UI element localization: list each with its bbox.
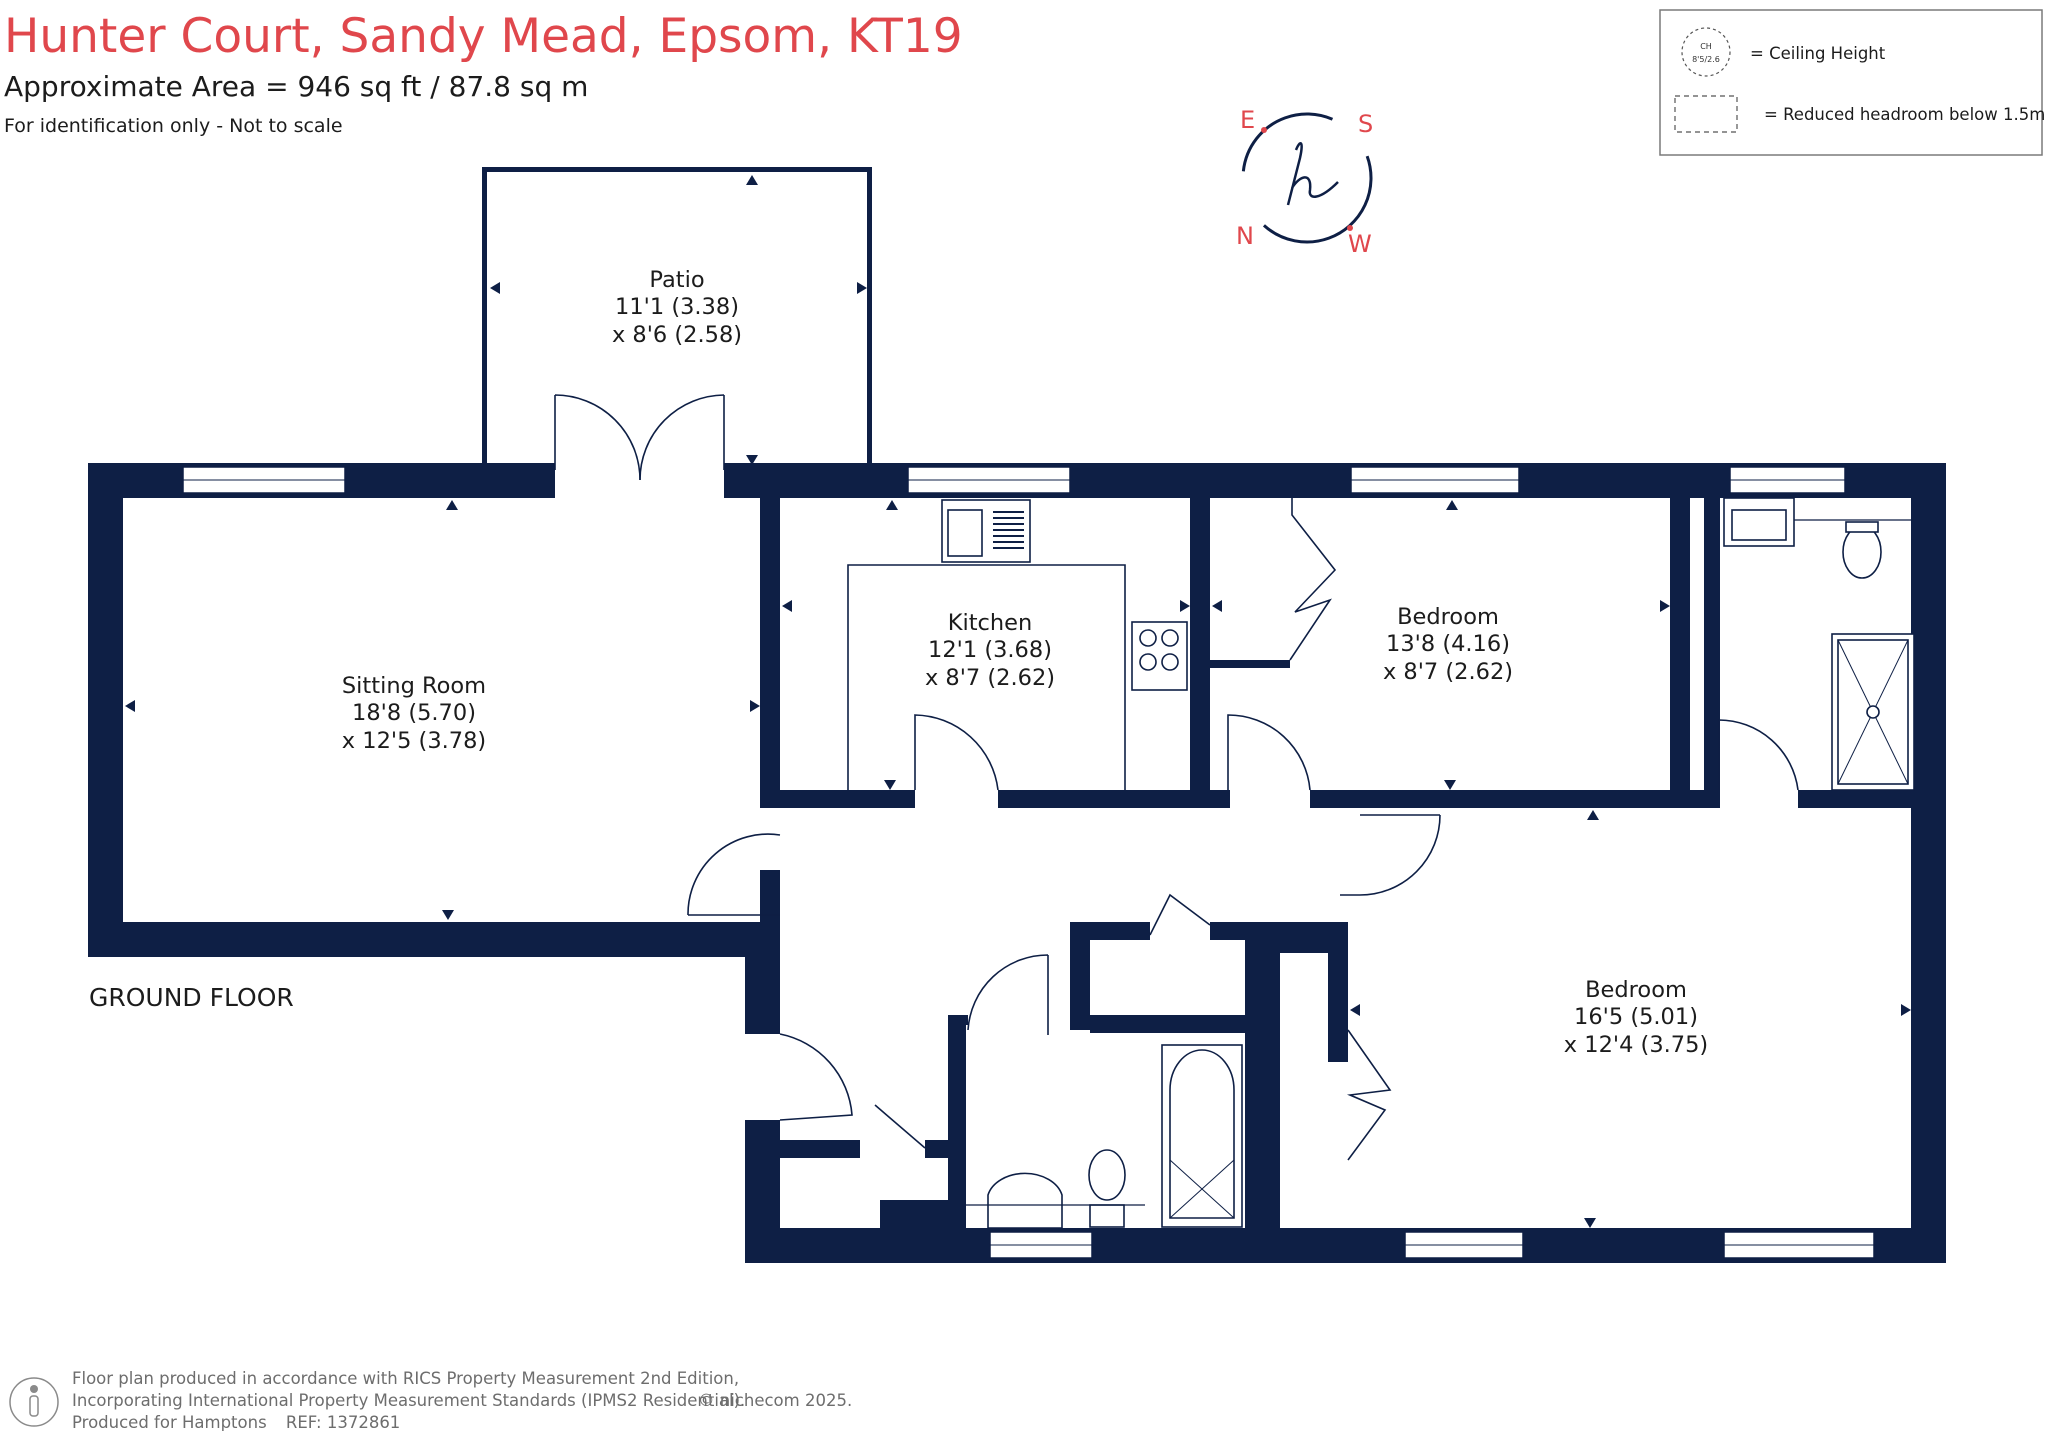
hob-icon	[1131, 621, 1188, 691]
logo-monogram	[1286, 142, 1339, 206]
room-dim-1: 13'8 (4.16)	[1386, 631, 1510, 657]
compass-north: N	[1236, 222, 1254, 250]
plan-title: Hunter Court, Sandy Mead, Epsom, KT19	[4, 9, 963, 64]
footer-copyright: © nichecom 2025.	[698, 1391, 852, 1410]
footer-line-1: Floor plan produced in accordance with R…	[72, 1369, 739, 1388]
ceiling-height-label: = Ceiling Height	[1750, 44, 1886, 63]
approximate-area: Approximate Area = 946 sq ft / 87.8 sq m	[4, 70, 588, 103]
reduced-headroom-label: = Reduced headroom below 1.5m	[1764, 105, 2045, 124]
doors	[554, 394, 1799, 1161]
compass-west: W	[1348, 230, 1372, 258]
interior-walls	[760, 498, 1928, 1233]
room-name: Sitting Room	[342, 673, 486, 699]
bathroom-toilet-icon	[1088, 1149, 1126, 1201]
ensuite-toilet-icon	[1842, 525, 1882, 579]
person-icon	[9, 1377, 59, 1427]
room-dim-2: x 8'7 (2.62)	[1383, 659, 1513, 685]
room-bedroom-1: Bedroom 13'8 (4.16) x 8'7 (2.62)	[1383, 604, 1513, 685]
reduced-headroom-symbol	[1674, 95, 1738, 133]
room-dim-1: 11'1 (3.38)	[615, 294, 739, 320]
dimension-markers	[125, 175, 1911, 1228]
room-dim-2: x 12'5 (3.78)	[342, 728, 486, 754]
footer-produced-for: Produced for Hamptons	[72, 1413, 267, 1431]
room-dim-2: x 8'6 (2.58)	[612, 322, 742, 348]
floor-label: GROUND FLOOR	[89, 983, 294, 1012]
kitchen-counter	[847, 564, 1126, 790]
room-name: Kitchen	[948, 610, 1033, 636]
identification-note: For identification only - Not to scale	[4, 115, 343, 137]
exterior-walls	[88, 463, 1946, 1263]
compass-east: E	[1240, 106, 1255, 134]
room-patio: Patio 11'1 (3.38) x 8'6 (2.58)	[612, 267, 742, 348]
legend: CH 8'5/2.6 = Ceiling Height = Reduced he…	[1659, 9, 2045, 156]
room-sitting-room: Sitting Room 18'8 (5.70) x 12'5 (3.78)	[342, 673, 486, 754]
room-name: Bedroom	[1397, 604, 1499, 630]
room-name: Patio	[649, 267, 704, 293]
compass: E S N W	[1236, 106, 1373, 258]
patio-door-right	[639, 394, 725, 481]
windows	[182, 466, 1875, 1259]
room-bedroom-2: Bedroom 16'5 (5.01) x 12'4 (3.75)	[1564, 977, 1708, 1058]
ceiling-height-symbol	[1681, 27, 1731, 77]
ceiling-symbol-bottom: 8'5/2.6	[1692, 55, 1720, 64]
room-dim-1: 16'5 (5.01)	[1574, 1004, 1698, 1030]
bathroom-basin-icon	[987, 1172, 1063, 1229]
footer: Floor plan produced in accordance with R…	[9, 1369, 852, 1431]
room-kitchen: Kitchen 12'1 (3.68) x 8'7 (2.62)	[925, 610, 1055, 691]
footer-line-2: Incorporating International Property Mea…	[72, 1391, 745, 1410]
patio-outline	[482, 167, 872, 465]
footer-ref: REF: 1372861	[286, 1413, 400, 1431]
fixtures	[847, 497, 1915, 1229]
room-name: Bedroom	[1585, 977, 1687, 1003]
room-dim-2: x 8'7 (2.62)	[925, 665, 1055, 691]
room-dim-1: 18'8 (5.70)	[352, 700, 476, 726]
room-dim-2: x 12'4 (3.75)	[1564, 1032, 1708, 1058]
compass-south: S	[1358, 110, 1373, 138]
svg-text:Produced for Hamptons RE: Produced for Hamptons REF: 1372861	[72, 1413, 400, 1431]
room-dim-1: 12'1 (3.68)	[928, 637, 1052, 663]
ceiling-symbol-top: CH	[1700, 42, 1712, 51]
patio-door-left	[554, 394, 641, 481]
